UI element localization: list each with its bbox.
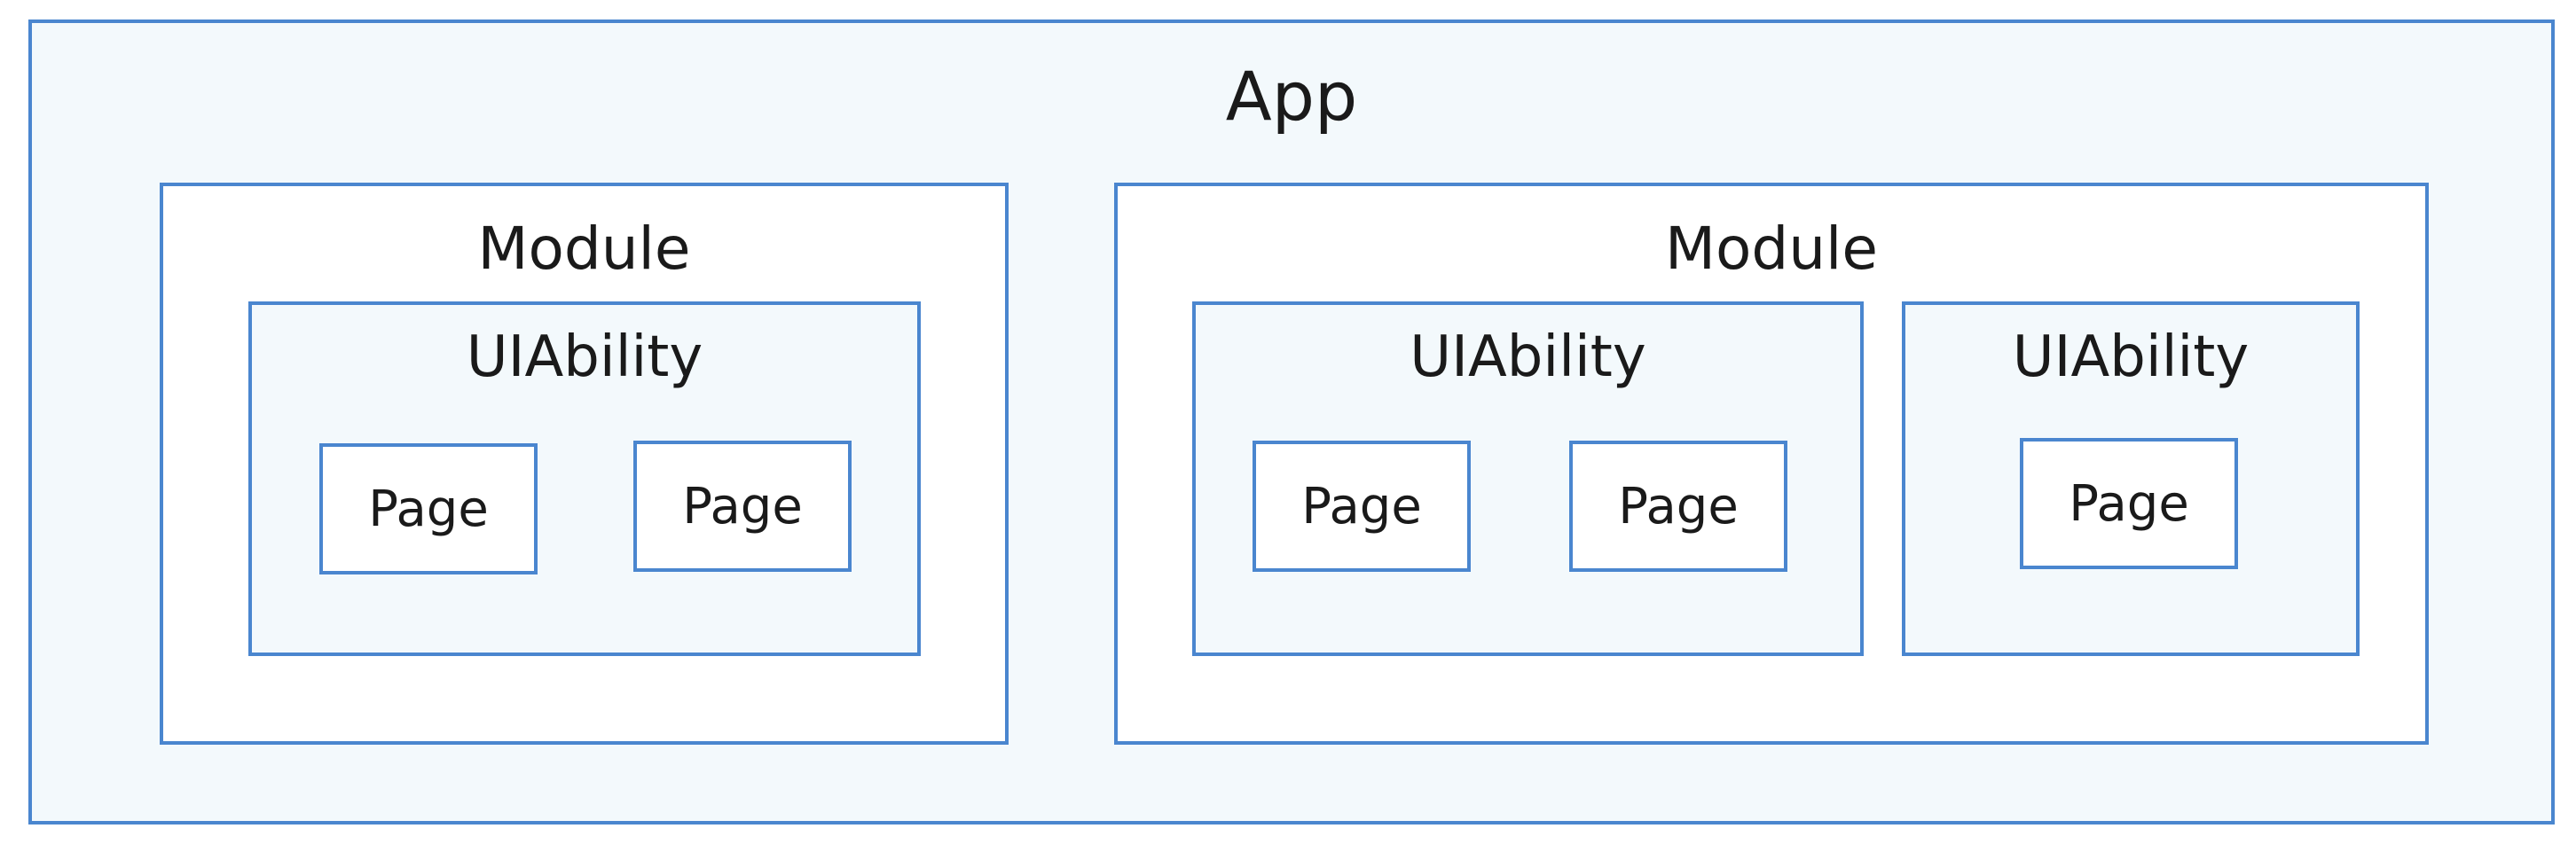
page-label-1: Page: [368, 480, 489, 538]
page-label-3: Page: [1301, 477, 1422, 535]
module-label-1: Module: [477, 215, 691, 283]
app-label: App: [1225, 57, 1358, 136]
page-box-1: Page: [319, 443, 538, 574]
page-box-5: Page: [2020, 438, 2238, 569]
page-label-2: Page: [682, 477, 803, 535]
page-box-4: Page: [1569, 441, 1787, 572]
page-label-4: Page: [1618, 477, 1739, 535]
uiability-label-3: UIAbility: [2012, 324, 2250, 390]
page-box-2: Page: [633, 441, 852, 572]
uiability-label-2: UIAbility: [1410, 324, 1646, 390]
uiability-label-1: UIAbility: [466, 324, 703, 390]
page-box-3: Page: [1253, 441, 1471, 572]
module-label-2: Module: [1665, 215, 1878, 283]
page-label-5: Page: [2069, 474, 2189, 533]
